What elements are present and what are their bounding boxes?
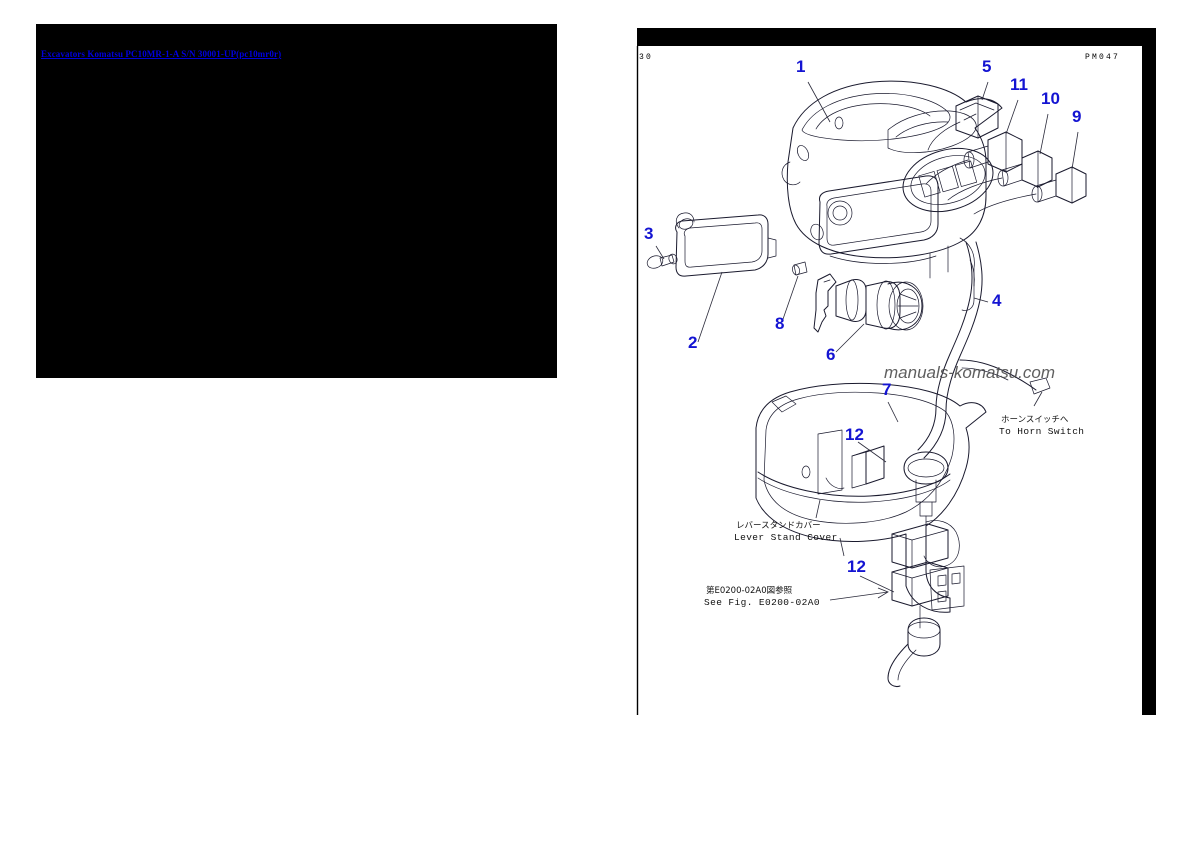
annotation-see-figure: 第E0200-02A0図参照 See Fig. E0200-02A0 xyxy=(704,585,820,608)
callout-6: 6 xyxy=(826,345,835,364)
to-horn-switch-jp: ホーンスイッチへ xyxy=(1001,415,1069,425)
screw-clip-drawing xyxy=(646,253,678,269)
callout-11: 11 xyxy=(1010,75,1028,94)
lever-stand-cover-en: Lever Stand Cover xyxy=(734,532,838,543)
drawing-sheet xyxy=(630,10,1186,730)
watermark-text: manuals-komatsu.com xyxy=(884,363,1055,382)
lever-stand-cover-jp: レバースタンドカバー xyxy=(736,521,821,531)
header-black-bar xyxy=(637,28,1142,46)
callout-4: 4 xyxy=(992,291,1002,310)
callout-7: 7 xyxy=(882,380,891,399)
figure-code: PM047 xyxy=(1085,53,1120,62)
relay-parts-drawing xyxy=(851,445,949,687)
cover-plate-drawing xyxy=(675,212,777,277)
instrument-panel-cover-drawing xyxy=(781,80,1003,311)
wiring-harness-drawing xyxy=(917,241,1051,459)
right-black-bar xyxy=(1142,28,1156,715)
annotation-lever-stand-cover: レバースタンドカバー Lever Stand Cover xyxy=(734,521,838,543)
callout-5: 5 xyxy=(982,57,991,76)
annotation-to-horn-switch: ホーンスイッチへ To Horn Switch xyxy=(999,415,1084,437)
leader-lines xyxy=(655,81,1079,601)
connectors-drawing xyxy=(925,95,1087,215)
technical-drawing-panel: 30 PM047 xyxy=(630,10,1186,730)
callout-1: 1 xyxy=(796,57,805,76)
callout-9: 9 xyxy=(1072,107,1081,126)
callout-12-lower: 12 xyxy=(847,557,866,576)
page-number-left: 30 xyxy=(639,53,653,62)
see-figure-en: See Fig. E0200-02A0 xyxy=(704,597,820,608)
ignition-switch-drawing xyxy=(813,273,924,333)
catalog-title-link[interactable]: Excavators Komatsu PC10MR-1-A S/N 30001-… xyxy=(41,49,282,59)
callout-12-upper: 12 xyxy=(845,425,864,444)
callout-8: 8 xyxy=(775,314,784,333)
image-placeholder: Excavators Komatsu PC10MR-1-A S/N 30001-… xyxy=(36,24,557,378)
callout-10: 10 xyxy=(1041,89,1060,108)
see-figure-jp: 第E0200-02A0図参照 xyxy=(706,585,793,596)
callout-2: 2 xyxy=(688,333,697,352)
to-horn-switch-en: To Horn Switch xyxy=(999,426,1084,437)
key-pin-drawing xyxy=(792,261,808,276)
callout-3: 3 xyxy=(644,224,653,243)
